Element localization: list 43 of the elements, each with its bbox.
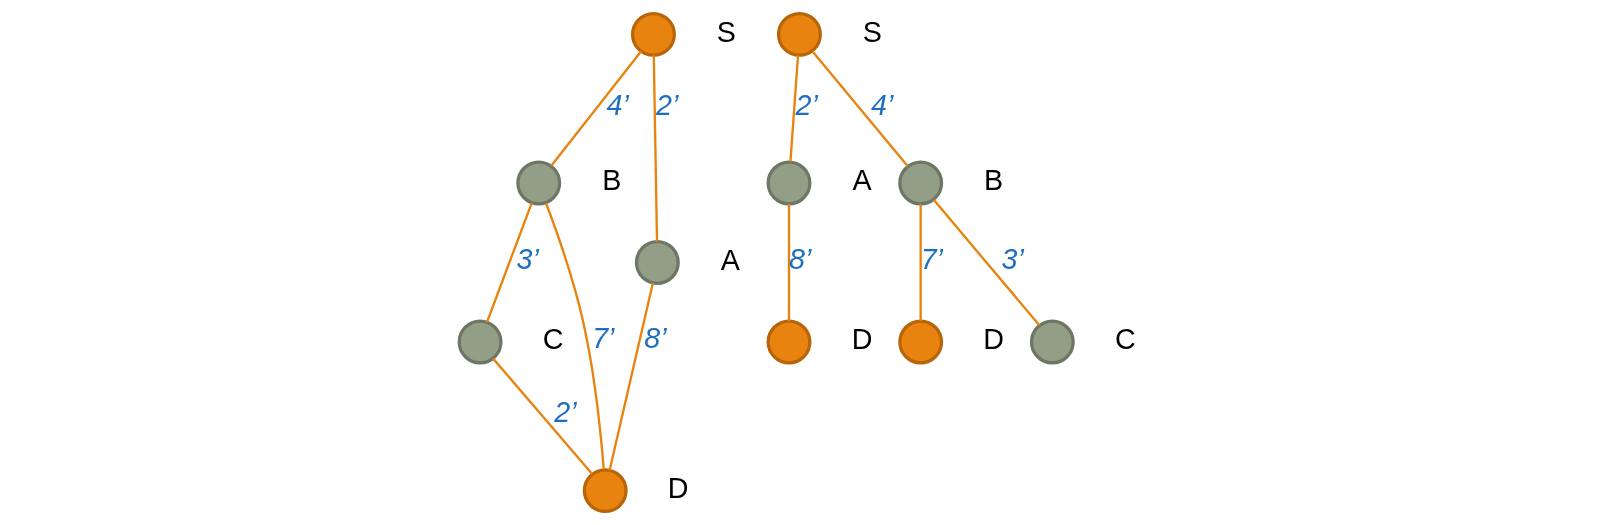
edge-label: 3’ bbox=[1001, 242, 1024, 275]
node-label: C bbox=[1114, 323, 1136, 356]
edge-label: 2’ bbox=[554, 396, 577, 429]
node-circle bbox=[457, 319, 503, 365]
edge-label: 3’ bbox=[516, 242, 539, 275]
edge-label: 4’ bbox=[606, 88, 629, 121]
node-label: S bbox=[862, 15, 882, 48]
node-label: D bbox=[667, 471, 689, 504]
edge-label: 2’ bbox=[656, 88, 679, 121]
node-circle bbox=[516, 160, 562, 206]
edge-label: 7’ bbox=[920, 242, 943, 275]
connector bbox=[608, 282, 655, 471]
node-label: A bbox=[852, 164, 872, 197]
connector bbox=[932, 199, 1041, 326]
edge-label: 8’ bbox=[644, 322, 667, 355]
node-circle bbox=[898, 319, 944, 365]
connector bbox=[652, 55, 659, 242]
connector bbox=[919, 204, 922, 322]
node-circle bbox=[582, 468, 628, 514]
edge-label: 4’ bbox=[871, 88, 894, 121]
connector bbox=[550, 50, 643, 167]
node-circle bbox=[898, 160, 944, 206]
node-label: C bbox=[542, 323, 564, 356]
connector bbox=[789, 55, 800, 162]
connector bbox=[787, 204, 791, 322]
node-label: B bbox=[602, 164, 622, 197]
node-circle bbox=[630, 11, 676, 57]
connector bbox=[544, 202, 605, 470]
node-label: A bbox=[720, 243, 740, 276]
connector bbox=[485, 202, 533, 323]
node-circle bbox=[766, 319, 812, 365]
edge-label: 7’ bbox=[592, 322, 615, 355]
node-circle bbox=[634, 240, 680, 285]
node-label: S bbox=[716, 15, 736, 48]
connector bbox=[492, 357, 594, 475]
node-label: D bbox=[851, 323, 873, 356]
node-label: D bbox=[983, 323, 1005, 356]
node-circle bbox=[1029, 319, 1075, 365]
edge-label: 2’ bbox=[795, 88, 818, 121]
connector bbox=[811, 50, 909, 167]
node-circle bbox=[766, 160, 812, 206]
node-label: B bbox=[984, 164, 1004, 197]
node-circle bbox=[776, 11, 822, 57]
